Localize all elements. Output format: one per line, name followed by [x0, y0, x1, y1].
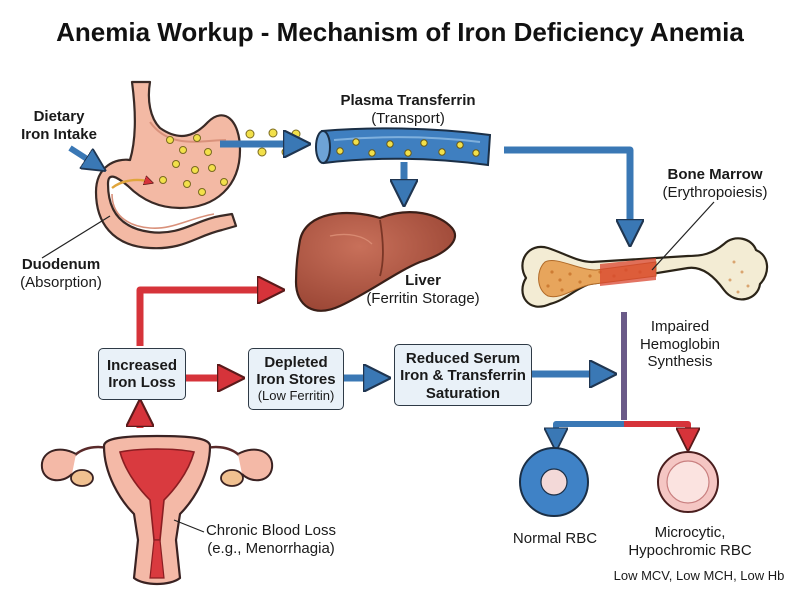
serum-line1: Reduced Serum — [405, 350, 521, 367]
liver-label: Liver (Ferritin Storage) — [358, 272, 488, 307]
bone-marrow-role: (Erythropoiesis) — [662, 183, 768, 201]
duodenum-leader-line — [41, 215, 111, 259]
to-microcytic-rbc-arrow — [624, 421, 688, 442]
transferrin-vessel — [315, 127, 492, 167]
microcytic-line1: Microcytic, — [654, 524, 726, 541]
uterus-illustration — [40, 434, 274, 586]
microcytic-line2: Hypochromic RBC — [628, 541, 752, 559]
dietary-intake-arrow — [68, 145, 98, 166]
duodenum-name: Duodenum — [21, 256, 101, 273]
to-normal-rbc-arrow — [556, 421, 624, 442]
dietary-intake-label: Dietary Iron Intake — [14, 108, 104, 143]
depleted-line2: Iron Stores — [256, 371, 336, 389]
normal-rbc-illustration — [519, 447, 589, 517]
blood-loss-leader-line — [173, 519, 205, 533]
lab-values-label: Low MCV, Low MCH, Low Hb — [613, 568, 785, 583]
duodenum-role: (Absorption) — [20, 273, 102, 291]
stomach-duodenum-illustration — [94, 80, 242, 250]
blood-loss-line2: (e.g., Menorrhagia) — [207, 539, 335, 557]
transferrin-role: (Transport) — [371, 109, 445, 127]
bone-marrow-leader-line — [651, 201, 715, 271]
dietary-intake-line1: Dietary — [33, 108, 85, 125]
blood-loss-line1: Chronic Blood Loss — [205, 522, 337, 539]
depleted-iron-stores-box: Depleted Iron Stores (Low Ferritin) — [248, 348, 344, 410]
depleted-line1: Depleted — [264, 354, 328, 371]
liver-name: Liver — [405, 272, 441, 289]
liver-role: (Ferritin Storage) — [366, 289, 480, 307]
page-title: Anemia Workup - Mechanism of Iron Defici… — [56, 17, 744, 47]
bone-marrow-name: Bone Marrow — [667, 166, 763, 183]
increased-iron-loss-line1: Increased — [106, 357, 178, 374]
increased-iron-loss-box: Increased Iron Loss — [98, 348, 186, 400]
transport-to-marrow-arrow — [504, 146, 630, 236]
iron-particles-stomach — [159, 134, 228, 196]
bone-marrow-illustration — [521, 237, 769, 308]
microcytic-rbc-label: Microcytic, Hypochromic RBC — [620, 524, 760, 559]
impaired-line2: Hemoglobin — [639, 335, 721, 353]
duodenum-label: Duodenum (Absorption) — [6, 256, 116, 291]
dietary-intake-line2: Iron Intake — [21, 125, 97, 143]
impaired-line1: Impaired — [650, 318, 710, 335]
reduced-serum-iron-box: Reduced Serum Iron & Transferrin Saturat… — [394, 344, 532, 406]
transferrin-name: Plasma Transferrin — [340, 92, 476, 109]
depleted-sub: (Low Ferritin) — [257, 387, 335, 403]
increased-iron-loss-line2: Iron Loss — [108, 374, 176, 392]
normal-rbc-label: Normal RBC — [512, 530, 598, 547]
impaired-synthesis-label: Impaired Hemoglobin Synthesis — [630, 318, 730, 371]
liver-illustration — [294, 211, 457, 312]
blood-loss-label: Chronic Blood Loss (e.g., Menorrhagia) — [196, 522, 346, 557]
loss-to-liver-arrow — [136, 290, 274, 346]
bone-marrow-label: Bone Marrow (Erythropoiesis) — [640, 166, 790, 201]
microcytic-rbc-illustration — [657, 451, 719, 513]
serum-line2: Iron & Transferrin — [400, 367, 526, 385]
transferrin-label: Plasma Transferrin (Transport) — [318, 92, 498, 127]
serum-line3: Saturation — [425, 384, 501, 402]
impaired-line3: Synthesis — [647, 353, 713, 371]
